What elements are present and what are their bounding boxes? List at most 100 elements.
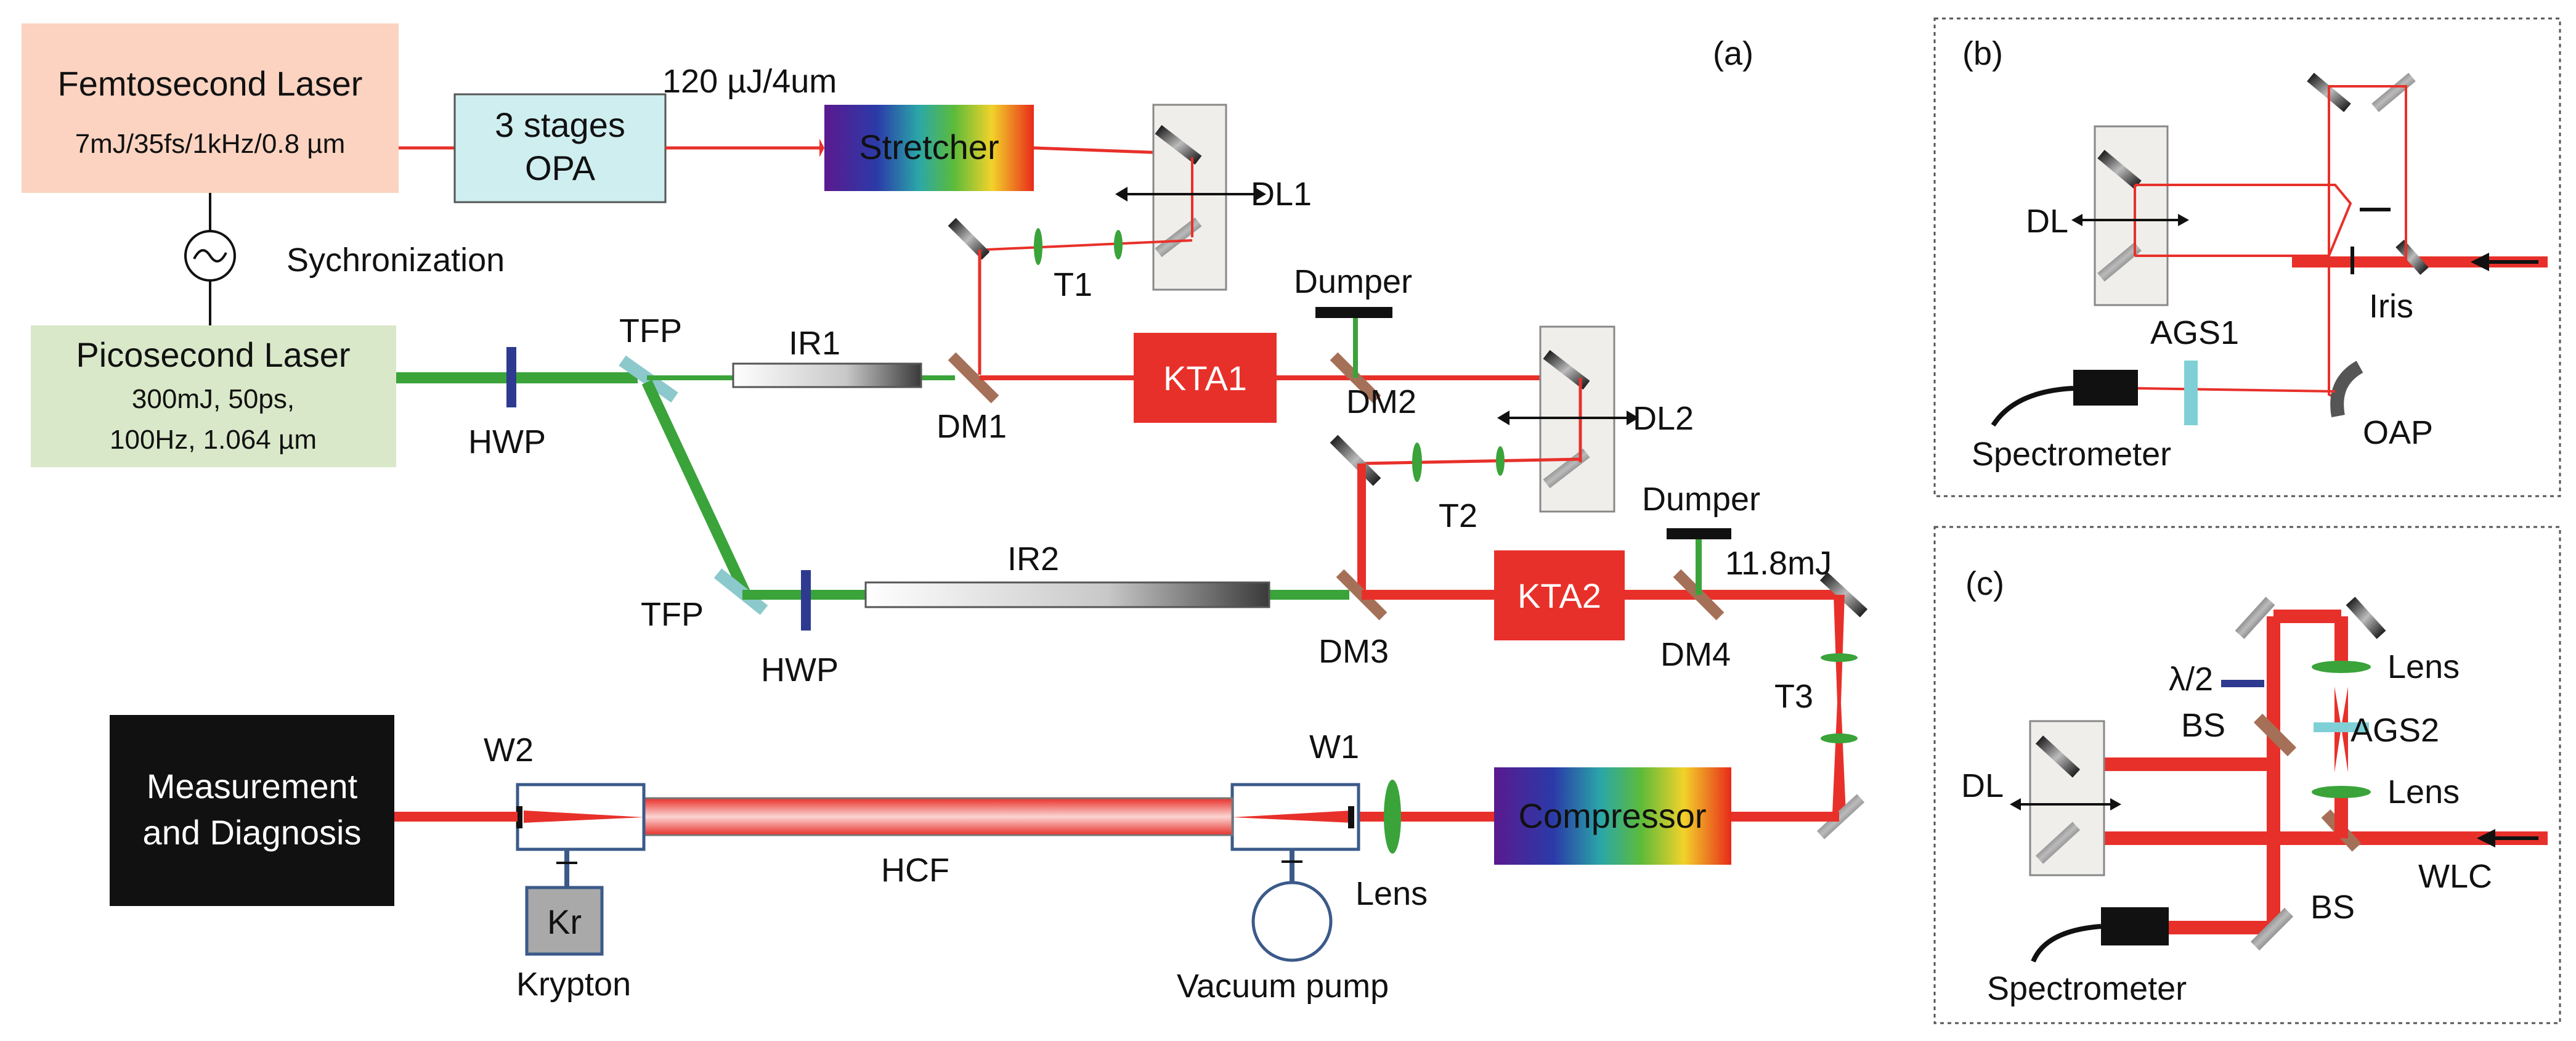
dl2-label: DL2 <box>1633 400 1694 437</box>
b-spectrometer-cable <box>1991 386 2074 427</box>
measurement-line2: and Diagnosis <box>143 813 362 852</box>
krypton-cylinder <box>525 886 604 956</box>
opa-output-energy: 120 µJ/4um <box>662 63 837 100</box>
kta2-crystal <box>1494 550 1625 640</box>
opa-line1: 3 stages <box>495 105 625 144</box>
picosecond-laser-title: Picosecond Laser <box>76 335 350 374</box>
dm4-label: DM4 <box>1660 636 1731 673</box>
femtosecond-laser-box <box>22 23 399 193</box>
c-dl-label: DL <box>1961 767 2004 804</box>
tfp-2 <box>713 568 768 615</box>
w1-window <box>1348 806 1354 828</box>
dm1-label: DM1 <box>937 408 1007 445</box>
t3-beam-upper <box>1834 595 1845 703</box>
bs2-label: BS <box>2310 889 2355 926</box>
measurement-box <box>110 715 394 906</box>
c-top-right-mirror <box>2346 597 2386 639</box>
kta2-label: KTA2 <box>1518 576 1601 615</box>
ags1-label: AGS1 <box>2150 314 2239 351</box>
b-top-mirror-right <box>2371 73 2416 112</box>
c-lens-2 <box>2312 786 2371 798</box>
panel-b-tag: (b) <box>1962 35 2003 72</box>
picosecond-laser-line2: 100Hz, 1.064 µm <box>110 425 317 455</box>
ir1-rod <box>732 362 922 388</box>
dl1-mirror-top <box>1155 125 1202 165</box>
c-focus-gap-top <box>2332 672 2350 727</box>
femtosecond-laser-title: Femtosecond Laser <box>58 64 363 103</box>
b-focus-beam <box>2137 387 2336 393</box>
dl1-label: DL1 <box>1251 176 1312 213</box>
vacuum-label: Vacuum pump <box>1177 968 1389 1005</box>
sync-label: Sychronization <box>286 242 505 279</box>
panel-c: (c) WLC BS Lens AGS2 Lens λ/2 BS <box>1933 526 2561 1024</box>
lens-label: Lens <box>1355 875 1428 912</box>
c-lens-1-label: Lens <box>2387 648 2460 685</box>
c-dl-mirror-bottom <box>2035 822 2081 864</box>
dm1-mirror <box>948 352 999 404</box>
w2-label: W2 <box>484 732 534 769</box>
t3-bottom-mirror <box>1816 794 1865 839</box>
ags2-label: AGS2 <box>2350 712 2439 749</box>
dumper-2 <box>1667 528 1731 539</box>
arrow-left-icon <box>2010 798 2021 810</box>
kta1-label: KTA1 <box>1163 359 1247 398</box>
sine-wave-icon <box>193 249 227 263</box>
c-beamsplitter-1 <box>2253 713 2297 757</box>
b-reference-path <box>2135 184 2352 257</box>
femtosecond-laser-spec: 7mJ/35fs/1kHz/0.8 µm <box>75 129 346 159</box>
dumper-1-label: Dumper <box>1294 263 1412 300</box>
wlc-label: WLC <box>2418 858 2492 895</box>
hwp-1 <box>506 347 516 407</box>
t2-lens-2 <box>1496 446 1505 476</box>
c-spectrometer-cable <box>2031 924 2102 963</box>
dumper-1 <box>1315 307 1392 318</box>
picosecond-laser-line1: 300mJ, 50ps, <box>132 384 295 414</box>
hcf-fiber <box>643 797 1233 836</box>
krypton-label: Krypton <box>516 966 631 1003</box>
ir1-label: IR1 <box>789 325 840 362</box>
picosecond-laser-box <box>31 325 396 467</box>
opa-line2: OPA <box>525 149 596 187</box>
arrow-left-icon <box>2477 829 2495 847</box>
oap-label: OAP <box>2363 414 2433 451</box>
b-pickoff-mirror <box>2395 240 2429 275</box>
c-top-left-mirror <box>2235 597 2275 639</box>
delay-line-1-stage <box>1152 104 1227 291</box>
c-bottom-mirror <box>2250 907 2294 951</box>
hwp-1-label: HWP <box>468 423 546 460</box>
arrow-right-icon <box>2178 214 2189 226</box>
arrow-right-icon <box>1254 187 1266 202</box>
t2-fold-mirror <box>1330 435 1381 486</box>
c-spectrometer <box>2101 907 2169 945</box>
compressor-label: Compressor <box>1519 796 1707 835</box>
t3-lens-1 <box>1821 653 1858 662</box>
stretcher-label: Stretcher <box>859 128 999 166</box>
oap-mirror <box>2330 361 2363 417</box>
output-energy: 11.8mJ <box>1725 545 1832 582</box>
panel-b-frame <box>1933 17 2561 497</box>
c-spectrometer-label: Spectrometer <box>1987 970 2187 1007</box>
ir2-rod <box>864 581 1270 608</box>
ir2-label: IR2 <box>1007 541 1059 578</box>
b-dl-label: DL <box>2026 203 2068 240</box>
panel-c-tag: (c) <box>1965 565 2004 602</box>
t3-lens-2 <box>1821 733 1858 743</box>
hwp-2 <box>801 570 811 631</box>
c-lens-1 <box>2312 661 2371 673</box>
iris-label: Iris <box>2369 288 2413 325</box>
t1-lens-1 <box>1034 228 1042 265</box>
b-dl-mirror-bottom <box>2097 242 2142 282</box>
c-lens-2-label: Lens <box>2387 774 2460 810</box>
kta1-crystal <box>1134 333 1277 423</box>
bs1-label: BS <box>2181 707 2225 744</box>
t3-beam-lower <box>1832 703 1846 814</box>
t2-label: T2 <box>1439 497 1477 534</box>
t3-label: T3 <box>1774 678 1813 715</box>
t2-lens-1 <box>1412 443 1422 482</box>
arrow-left-icon <box>1115 187 1128 202</box>
panel-a: (a) Femtosecond Laser 7mJ/35fs/1kHz/0.8 … <box>22 23 1868 1005</box>
vacuum-pump <box>1251 881 1333 962</box>
arrow-left-icon <box>2471 253 2489 271</box>
pump-beam-branch <box>641 380 751 596</box>
